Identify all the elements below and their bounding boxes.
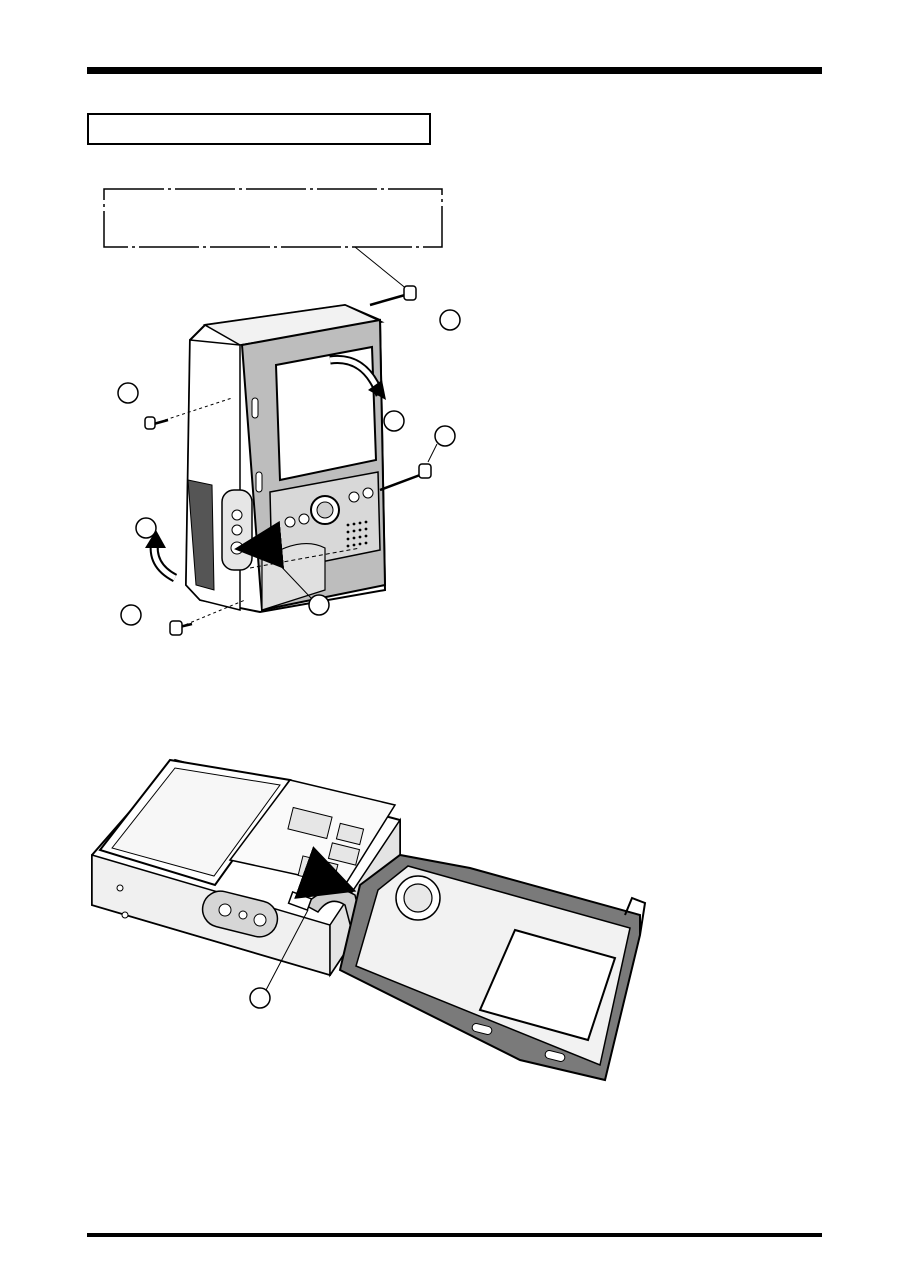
section-heading-box: [87, 113, 431, 145]
figure-lcd-unit-connector: [91, 758, 647, 1082]
note-box-outline: [103, 188, 443, 291]
footer-rule: [87, 1233, 822, 1237]
figure-lcd-unit-removal: [117, 285, 461, 636]
header-rule: [87, 67, 822, 74]
screw-icon: [379, 463, 432, 492]
screw-icon: [169, 599, 246, 636]
screw-icon: [144, 397, 233, 430]
screw-icon: [369, 285, 417, 307]
